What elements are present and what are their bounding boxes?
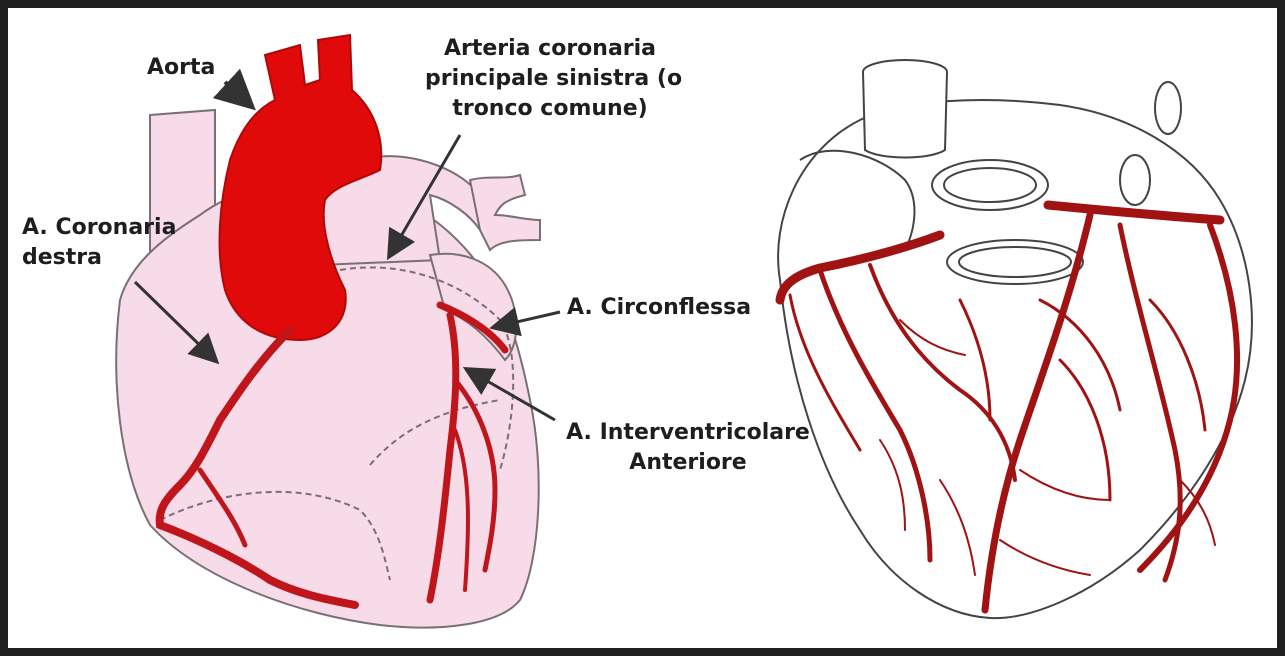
vessel-ring-4 bbox=[1155, 82, 1181, 134]
left-main-coronary-label: Arteria coronaria principale sinistra (o… bbox=[425, 34, 675, 124]
lad-label-line-2: Anteriore bbox=[558, 448, 818, 478]
lad-label-line-1: A. Interventricolare bbox=[558, 418, 818, 448]
vessel-ring-3-inner bbox=[959, 247, 1071, 277]
vessel-ring-2-inner bbox=[944, 168, 1036, 202]
circumflex-label: A. Circonflessa bbox=[567, 293, 751, 323]
right-coronary-label-line-1: A. Coronaria bbox=[22, 213, 176, 243]
lad-label: A. Interventricolare Anteriore bbox=[558, 418, 818, 478]
left-main-coronary-label-line-3: tronco comune) bbox=[425, 94, 675, 124]
left-main-coronary-label-line-2: principale sinistra (o bbox=[425, 64, 675, 94]
right-coronary-label: A. Coronaria destra bbox=[22, 213, 176, 273]
vessel-ring-5 bbox=[1120, 155, 1150, 205]
aorta-label: Aorta bbox=[147, 53, 215, 83]
vessel-tube-1 bbox=[863, 72, 947, 158]
left-main-coronary-label-line-1: Arteria coronaria bbox=[425, 34, 675, 64]
right-coronary-label-line-2: destra bbox=[22, 243, 176, 273]
